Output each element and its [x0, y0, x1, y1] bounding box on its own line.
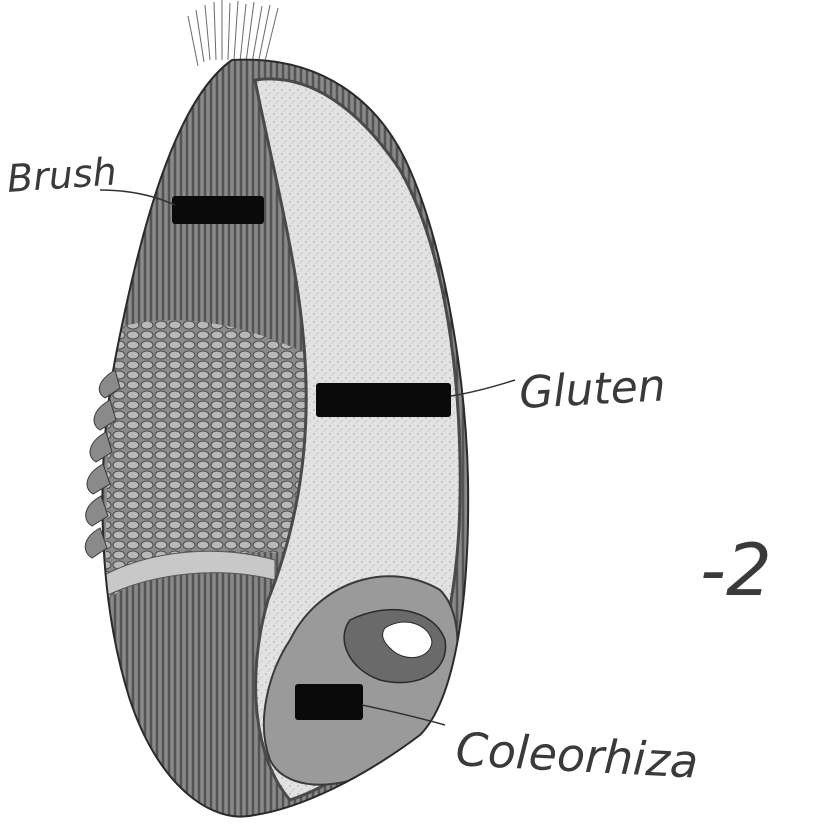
brush-answer-box — [172, 196, 264, 224]
brush-hairs — [188, 0, 278, 66]
score-mark: -2 — [700, 528, 772, 612]
coleorhiza-answer-box — [295, 684, 363, 720]
brush-label: Brush — [6, 149, 118, 201]
gluten-label: Gluten — [518, 360, 667, 419]
coleorhiza-label: Coleorhiza — [454, 722, 699, 789]
gluten-answer-box — [316, 383, 451, 417]
kernel — [90, 50, 490, 834]
